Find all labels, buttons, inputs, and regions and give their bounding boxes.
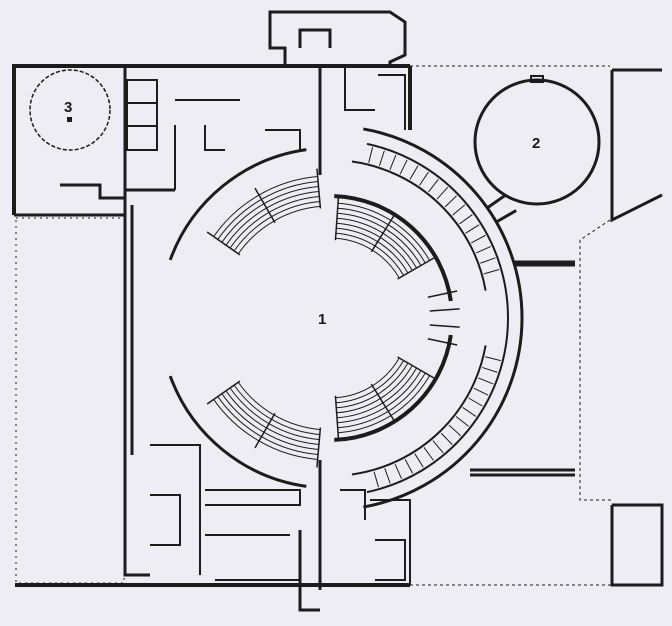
corridor-stall xyxy=(471,234,486,244)
corridor-stall xyxy=(394,463,403,479)
auditorium-arcs xyxy=(168,127,524,509)
seating-aisle xyxy=(397,356,435,379)
seating-aisle xyxy=(370,383,395,421)
corridor-stall xyxy=(473,387,489,396)
seating-aisle xyxy=(206,231,241,256)
corridor-stall xyxy=(459,214,473,225)
corridor-stall xyxy=(444,195,457,208)
corridor-stall xyxy=(432,440,444,454)
corridor-arc-upper xyxy=(351,160,487,291)
corridor-stall xyxy=(480,257,496,264)
right-dashed-area xyxy=(410,65,612,586)
corridor-stall xyxy=(448,424,462,437)
corridor-arc-lower xyxy=(351,345,487,476)
left-lower-seating-wall xyxy=(168,375,307,488)
label-small-round-room: 3 xyxy=(64,99,72,116)
corridor-stall xyxy=(373,471,379,488)
corridor-stall xyxy=(468,397,483,407)
left-upper-seating-wall xyxy=(168,148,307,261)
corridor-stall xyxy=(378,150,385,166)
corridor-stall xyxy=(384,468,391,484)
central-axis xyxy=(298,66,322,612)
label-round-hall: 2 xyxy=(532,135,540,152)
right-upper-seating-rail xyxy=(334,194,453,302)
inner-ring-wall xyxy=(366,142,509,494)
outer-ring-wall xyxy=(363,127,524,509)
seating-aisle xyxy=(316,168,322,209)
corridor-stall xyxy=(428,179,439,193)
corridor-stall xyxy=(368,147,374,163)
corridor-stall xyxy=(455,416,469,427)
outer-wall xyxy=(12,64,412,587)
seating-aisle xyxy=(316,427,322,468)
corridor-stall xyxy=(409,165,419,180)
seat-row xyxy=(237,381,321,431)
corridor-stall xyxy=(485,356,501,362)
left-corridor-wall xyxy=(123,200,150,577)
seating-aisle xyxy=(334,198,340,241)
seating-aisle xyxy=(254,412,276,449)
seating-aisle xyxy=(370,215,395,253)
room-3-marker xyxy=(67,117,72,122)
seating-aisle xyxy=(254,187,276,224)
stage-mark xyxy=(429,308,460,312)
corridor-stall xyxy=(478,377,494,385)
stage-mark xyxy=(429,324,460,328)
walls xyxy=(12,10,664,612)
corridor-stall xyxy=(482,366,498,373)
room-2-circle xyxy=(473,78,601,206)
corridor-stall xyxy=(423,447,434,461)
corridor-stall xyxy=(414,453,424,468)
room-3-walls xyxy=(14,66,175,217)
corridor-stall xyxy=(404,459,414,474)
stage-mark xyxy=(427,290,458,298)
right-boxes xyxy=(610,68,664,587)
corridor-stall xyxy=(452,204,466,216)
room-3-circle xyxy=(29,69,111,151)
stage-mark xyxy=(427,338,458,346)
corridor-stall xyxy=(440,432,453,445)
corridor-stall xyxy=(475,245,491,254)
corridor-stall xyxy=(462,407,477,417)
left-dotted-area xyxy=(15,217,125,584)
top-tower xyxy=(268,10,407,66)
room-3-stalls xyxy=(126,79,158,151)
seating-aisle xyxy=(206,380,241,405)
corridor-stall xyxy=(465,224,480,234)
connector-wall xyxy=(495,209,517,224)
seating-aisle xyxy=(397,257,435,280)
corridor-stall xyxy=(419,171,429,186)
connector-wall xyxy=(486,193,507,210)
seating-aisle xyxy=(334,395,340,438)
corridor-stall xyxy=(436,186,449,200)
seat-row xyxy=(237,205,321,255)
corridor-stall xyxy=(483,269,500,275)
corridor-stall xyxy=(389,154,397,170)
label-main-hall: 1 xyxy=(318,311,326,328)
corridor-stall xyxy=(399,159,408,175)
right-lower-seating-rail xyxy=(334,334,453,442)
